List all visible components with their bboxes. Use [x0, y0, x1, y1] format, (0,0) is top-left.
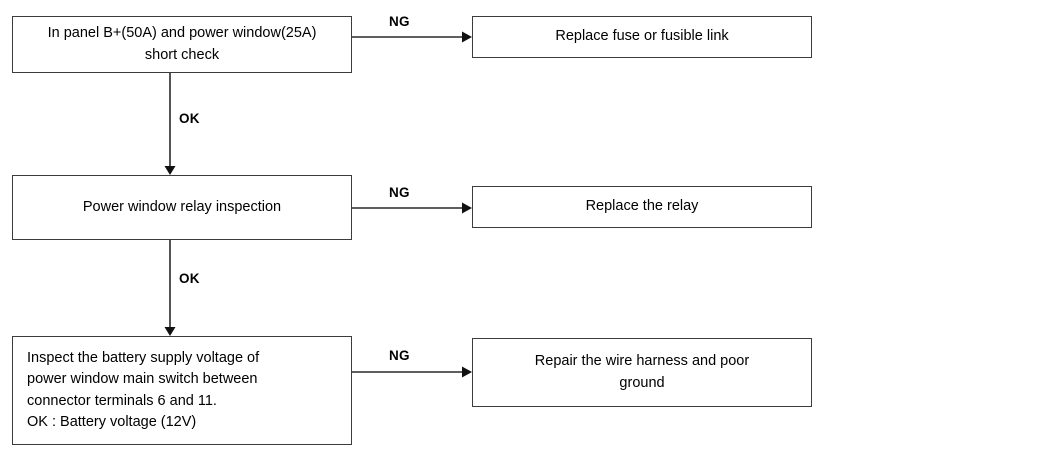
arrow-head-step1-to-result1 [462, 31, 472, 43]
arrow-head-step2-to-step3 [164, 327, 176, 336]
result-box-replace-fuse[interactable]: Replace fuse or fusible link [472, 16, 812, 58]
result-box-replace-relay[interactable]: Replace the relay [472, 186, 812, 228]
edge-label-ng-step1: NG [389, 14, 410, 29]
result-box-repair-harness[interactable]: Repair the wire harness and poor ground [472, 338, 812, 407]
step-box-relay-inspection[interactable]: Power window relay inspection [12, 175, 352, 240]
edge-label-ng-step2: NG [389, 185, 410, 200]
edge-label-ng-step3: NG [389, 348, 410, 363]
step-box-battery-supply-voltage[interactable]: Inspect the battery supply voltage of po… [12, 336, 352, 445]
edge-label-ok-step2: OK [179, 271, 200, 286]
arrow-head-step1-to-step2 [164, 166, 176, 175]
step-box-panel-short-check[interactable]: In panel B+(50A) and power window(25A) s… [12, 16, 352, 73]
arrow-head-step3-to-result3 [462, 366, 472, 378]
arrow-head-step2-to-result2 [462, 202, 472, 214]
edge-label-ok-step1: OK [179, 111, 200, 126]
